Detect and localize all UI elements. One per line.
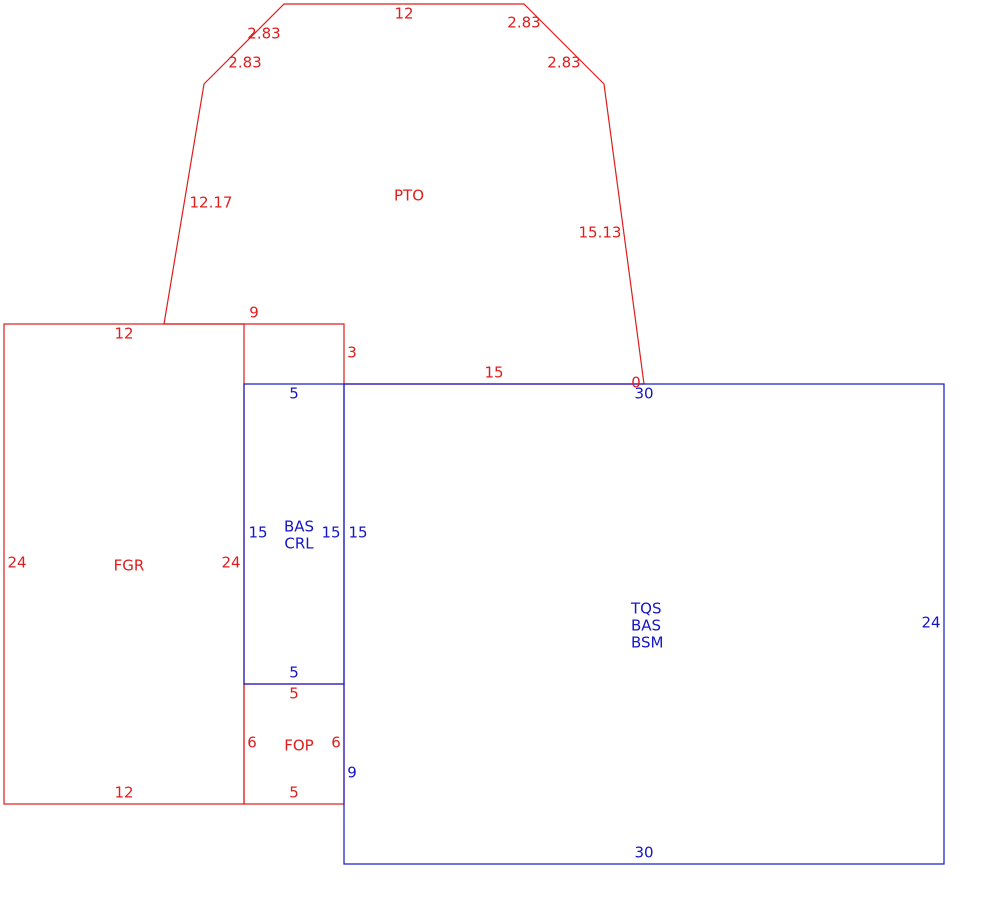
pto-area-label: PTO (394, 187, 424, 205)
crl-bottom-dimension: 5 (289, 664, 299, 682)
crl-right-dimension: 15 (321, 524, 340, 542)
main-area-label-line2: BAS (631, 617, 661, 635)
pto-step-top-dimension: 9 (249, 304, 259, 322)
pto-bottom-dimension: 15 (484, 364, 503, 382)
main-top-dimension: 30 (634, 385, 653, 403)
main-area-outline (343, 383, 945, 865)
fgr-bottom-dimension: 12 (114, 784, 133, 802)
pto-upper-right-outer-dimension: 2.83 (507, 14, 540, 32)
pto-step-side-dimension: 3 (347, 344, 357, 362)
fop-left-dimension: 6 (247, 734, 257, 752)
bas-crl-area-label-line2: CRL (284, 535, 314, 553)
main-right-dimension: 24 (921, 614, 940, 632)
main-left-lower-dimension: 9 (347, 764, 357, 782)
crl-top-dimension: 5 (289, 385, 299, 403)
main-bottom-dimension: 30 (634, 844, 653, 862)
pto-upper-right-inner-dimension: 2.83 (547, 54, 580, 72)
pto-right-dimension: 15.13 (579, 224, 622, 242)
fop-bottom-dimension: 5 (289, 784, 299, 802)
pto-top-dimension: 12 (394, 5, 413, 23)
main-area-label-line3: BSM (631, 634, 664, 652)
crl-left-dimension: 15 (248, 524, 267, 542)
fop-top-dimension: 5 (289, 685, 299, 703)
fgr-right-dimension: 24 (221, 554, 240, 572)
fgr-left-dimension: 24 (7, 554, 26, 572)
pto-zero-dimension: 0 (631, 374, 641, 392)
fop-area-label: FOP (284, 737, 313, 755)
fgr-top-dimension: 12 (114, 325, 133, 343)
fgr-area-label: FGR (114, 557, 145, 575)
bas-crl-area-label-line1: BAS (284, 518, 314, 536)
pto-left-dimension: 12.17 (190, 194, 233, 212)
main-area-label-line1: TQS (630, 600, 662, 618)
main-left-upper-dimension: 15 (348, 524, 367, 542)
fop-right-dimension: 6 (331, 734, 341, 752)
pto-upper-left-outer-dimension: 2.83 (247, 25, 280, 43)
pto-upper-left-inner-dimension: 2.83 (228, 54, 261, 72)
pto-outline (163, 3, 645, 385)
